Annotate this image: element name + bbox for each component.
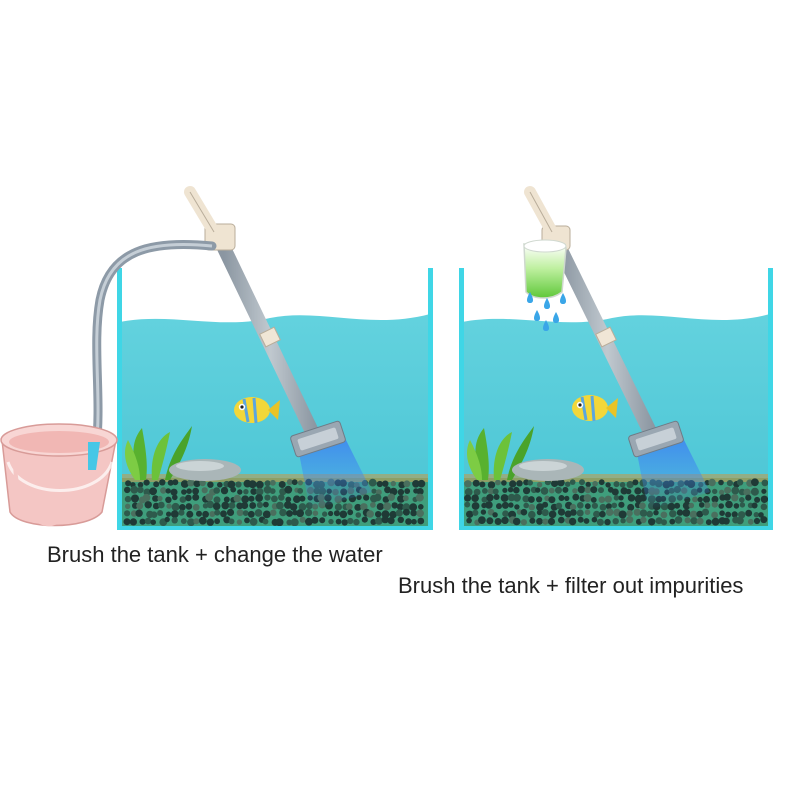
panel-change-water: [0, 186, 433, 530]
bucket-icon: [0, 423, 118, 527]
plant-icon: [466, 426, 534, 480]
fish-icon: [234, 397, 280, 424]
tank-wall-left-r: [428, 268, 433, 530]
filter-cup-icon: [523, 239, 567, 299]
tank-wall-left-l: [117, 268, 122, 530]
panel-filter-impurities: [459, 186, 773, 530]
tank-wall-right-l: [459, 268, 464, 530]
caption-filter-impurities: Brush the tank + filter out impurities: [398, 573, 744, 598]
caption-change-water: Brush the tank + change the water: [47, 542, 383, 567]
fish-icon: [572, 395, 618, 422]
tank-floor-left: [117, 526, 433, 530]
tank-floor-right: [459, 526, 773, 530]
siphon-tube-icon: [184, 186, 372, 510]
tank-wall-right-r: [768, 268, 773, 530]
water-drop-icon: [527, 292, 566, 331]
